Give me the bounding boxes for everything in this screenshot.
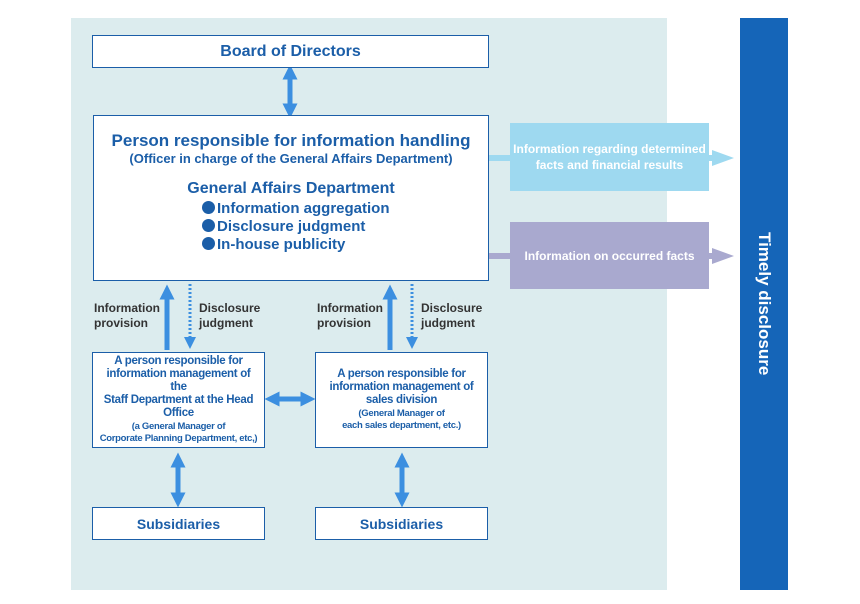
- right-judgment-label: Disclosure judgment: [421, 301, 483, 330]
- determined-facts-line1: Information regarding determined: [513, 142, 706, 156]
- timely-disclosure-label: Timely disclosure: [755, 232, 774, 376]
- determined-facts-box: Information regarding determined facts a…: [510, 123, 709, 191]
- bullet-icon: [202, 237, 215, 250]
- board-label: Board of Directors: [220, 42, 361, 60]
- function-item: Disclosure judgment: [202, 218, 488, 236]
- main-subtitle: (Officer in charge of the General Affair…: [129, 151, 453, 166]
- organization-panel: [71, 18, 667, 590]
- timely-disclosure-bar: Timely disclosure: [740, 18, 788, 590]
- subsidiaries-right-box: Subsidiaries: [315, 507, 488, 540]
- board-of-directors-box: Board of Directors: [92, 35, 489, 68]
- bullet-icon: [202, 219, 215, 232]
- determined-facts-line2: facts and financial results: [535, 158, 684, 172]
- function-item: In-house publicity: [202, 236, 488, 254]
- occurred-facts-box: Information on occurred facts: [510, 222, 709, 289]
- department-title: General Affairs Department: [187, 180, 395, 197]
- head-office-manager-box: A person responsible for information man…: [92, 352, 265, 448]
- bullet-icon: [202, 201, 215, 214]
- left-judgment-label: Disclosure judgment: [199, 301, 261, 330]
- subsidiaries-left-box: Subsidiaries: [92, 507, 265, 540]
- information-handling-box: Person responsible for information handl…: [93, 115, 489, 281]
- main-title: Person responsible for information handl…: [111, 131, 471, 150]
- sales-division-manager-box: A person responsible for information man…: [315, 352, 488, 448]
- right-provision-label: Information provision: [317, 301, 383, 330]
- left-provision-label: Information provision: [94, 301, 160, 330]
- function-item: Information aggregation: [202, 200, 488, 218]
- occurred-facts-label: Information on occurred facts: [524, 248, 695, 263]
- function-list: Information aggregation Disclosure judgm…: [202, 200, 488, 254]
